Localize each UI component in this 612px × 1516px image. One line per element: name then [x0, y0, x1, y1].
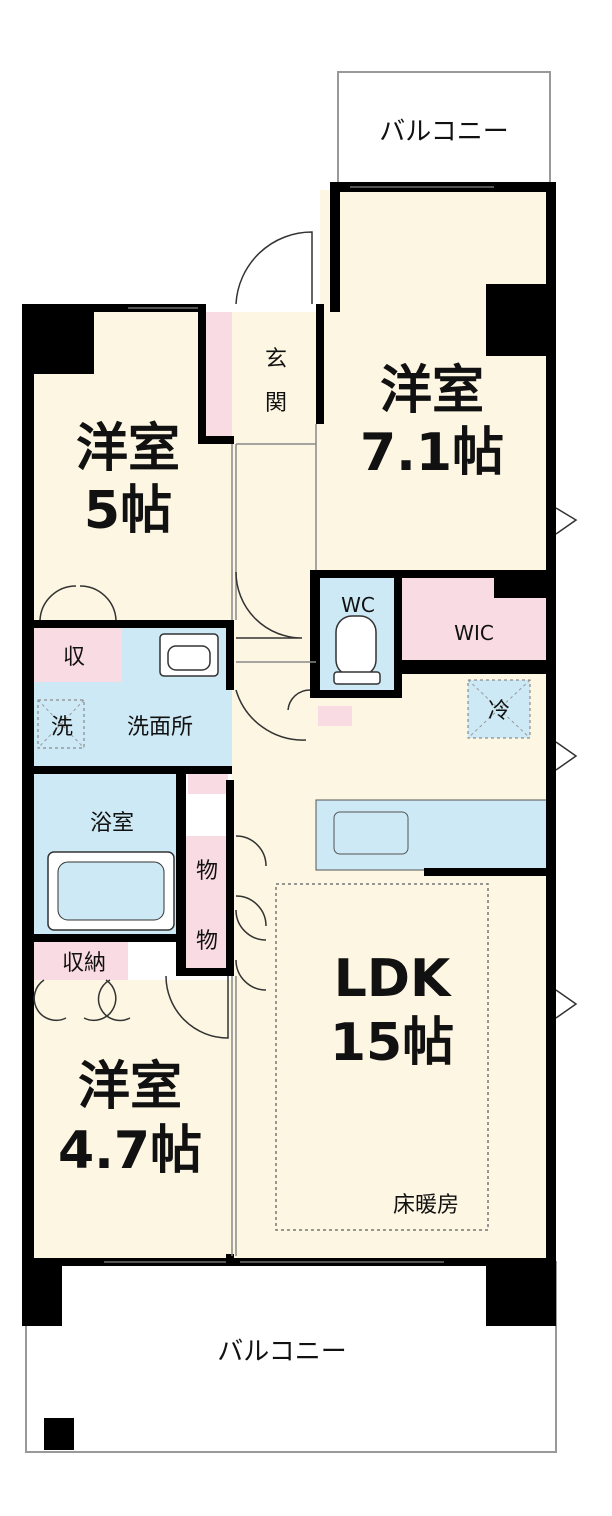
ldk-floor	[232, 674, 548, 1262]
room-71-name: 洋室	[380, 361, 484, 421]
floor-heating-area	[275, 883, 489, 1231]
floor-heating-label: 床暖房	[393, 1193, 459, 1218]
entrance-label-2: 関	[265, 391, 287, 416]
balcony-bottom-area	[25, 1261, 557, 1453]
room-47-floor	[32, 980, 232, 1262]
walls	[22, 182, 556, 1450]
windows	[104, 186, 494, 1263]
balcony-bottom-label: バルコニー	[217, 1337, 346, 1367]
bathtub	[47, 851, 175, 931]
room-71-size: 7.1帖	[360, 423, 504, 483]
refrigerator-box	[467, 679, 531, 739]
wc-storage	[318, 706, 352, 726]
storage-small-floor	[32, 628, 122, 682]
partitions	[231, 424, 317, 1256]
room-5-size: 5帖	[84, 481, 172, 541]
room-71-floor	[320, 190, 548, 574]
storage-2-label: 物	[196, 929, 218, 954]
entrance-label-1: 玄	[265, 347, 287, 372]
storage-1-label: 物	[196, 859, 218, 884]
storage-closet-label: 収納	[62, 951, 106, 976]
kitchen-sink	[333, 811, 409, 855]
room-47-size: 4.7帖	[58, 1121, 202, 1181]
room-47-name: 洋室	[78, 1057, 182, 1117]
storage-2-floor	[184, 908, 230, 972]
door-swings	[33, 231, 578, 1039]
toilet	[333, 615, 381, 685]
washing-machine-box	[37, 699, 85, 749]
entrance-shoe-storage	[206, 312, 232, 440]
balcony-top-label: バルコニー	[379, 117, 508, 147]
pipe-space	[188, 772, 228, 794]
bathroom-label: 浴室	[90, 811, 134, 836]
wc-label: WC	[341, 593, 375, 617]
storage-1-floor	[184, 836, 230, 908]
ldk-size: 15帖	[330, 1013, 454, 1073]
wic-label: WIC	[454, 621, 494, 645]
washbasin	[159, 633, 219, 677]
ldk-name: LDK	[334, 949, 452, 1009]
balcony-top-area	[337, 71, 551, 185]
refrigerator-label: 冷	[488, 699, 510, 724]
room-5-name: 洋室	[76, 419, 180, 479]
storage-small-label: 収	[63, 645, 85, 670]
storage-closet-floor	[32, 940, 128, 980]
washing-machine-label: 洗	[51, 715, 73, 740]
washroom-label: 洗面所	[127, 715, 193, 740]
